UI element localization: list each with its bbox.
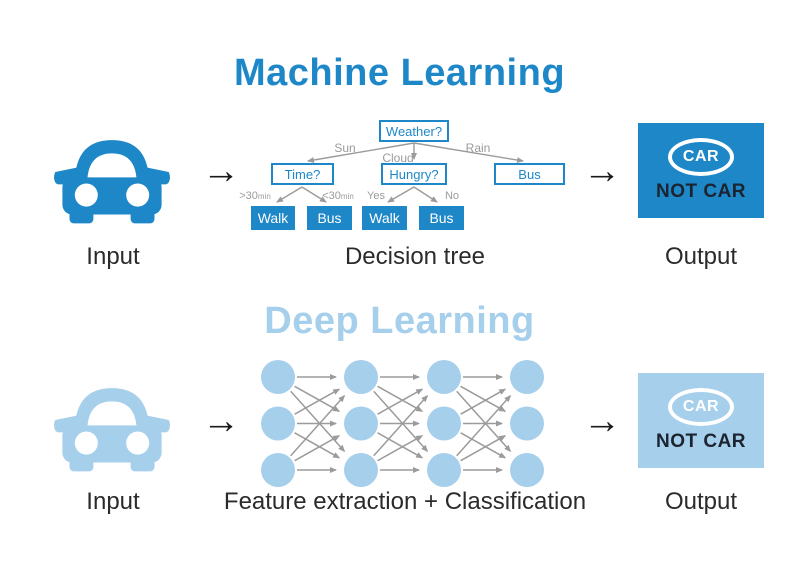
nn-edge: [377, 388, 424, 415]
neural-network-diagram: [261, 360, 544, 487]
arrow-input-to-model-ml: →: [202, 150, 240, 192]
car-badge-dl: CAR: [668, 388, 734, 426]
nn-node: [427, 453, 461, 487]
nn-edge: [294, 435, 341, 462]
tree-edge: [301, 186, 327, 203]
nn-node: [261, 406, 295, 441]
nn-node: [344, 453, 378, 487]
arrow-model-to-output-dl: →: [583, 400, 621, 442]
car-input-icon-ml: [54, 140, 170, 224]
tree-node-bus-rain: Bus: [494, 163, 565, 185]
tree-branch-label-sun: Sun: [334, 141, 356, 155]
output-caption-dl: Output: [664, 488, 738, 515]
tree-edge: [307, 142, 415, 163]
nn-node: [510, 360, 544, 394]
nn-node: [510, 453, 544, 487]
tree-node-hungry: Hungry?: [381, 163, 447, 185]
tree-leaf-walk-2: Walk: [362, 206, 407, 230]
nn-edge: [373, 390, 429, 453]
nn-node: [510, 406, 544, 441]
tree-branch-label-yes: Yes: [367, 190, 385, 202]
tree-leaf-walk-1: Walk: [251, 206, 295, 230]
machine-learning-title: Machine Learning: [233, 52, 566, 94]
tree-leaf-bus-2: Bus: [419, 206, 464, 230]
nn-edge: [290, 394, 346, 457]
nn-edge: [456, 390, 512, 453]
arrow-model-to-output-ml: →: [583, 150, 621, 192]
input-caption-ml: Input: [86, 243, 140, 270]
tree-branch-label-no: No: [444, 190, 460, 202]
nn-edge: [377, 432, 424, 459]
nn-edge: [373, 394, 429, 457]
nn-node: [261, 453, 295, 487]
tree-edge: [413, 186, 438, 203]
tree-edge: [413, 142, 524, 163]
nn-edge: [294, 385, 341, 412]
feature-extraction-caption: Feature extraction + Classification: [223, 488, 587, 515]
car-logo-output-ml: CAR NOT CAR: [638, 123, 764, 218]
input-caption-dl: Input: [86, 488, 140, 515]
decision-tree-edges: [276, 142, 524, 203]
car-badge-label: CAR: [682, 148, 720, 165]
tree-branch-label-rain: Rain: [465, 141, 491, 155]
nn-edge: [460, 435, 507, 462]
tree-node-weather: Weather?: [379, 120, 449, 142]
not-car-label-ml: NOT CAR: [655, 181, 747, 202]
car-input-icon-dl: [54, 388, 170, 472]
nn-node: [427, 360, 461, 394]
tree-edge: [276, 186, 303, 203]
nn-node: [261, 360, 295, 394]
nn-edge: [377, 435, 424, 462]
car-badge-ml: CAR: [668, 138, 734, 176]
deep-learning-title: Deep Learning: [264, 300, 535, 342]
nn-edge: [460, 432, 507, 459]
tree-branch-label-gt30min: >30min: [239, 190, 271, 202]
tree-leaf-bus-1: Bus: [307, 206, 352, 230]
nn-edge: [294, 432, 341, 459]
nn-edge: [294, 388, 341, 415]
nn-edge: [460, 385, 507, 412]
decision-tree-caption: Decision tree: [344, 243, 486, 270]
tree-branch-label-cloud: Cloud: [382, 151, 414, 165]
not-car-label-dl: NOT CAR: [655, 431, 747, 452]
nn-edge: [290, 390, 346, 453]
nn-edge: [456, 394, 512, 457]
nn-node: [344, 360, 378, 394]
nn-edge: [377, 385, 424, 412]
output-caption-ml: Output: [664, 243, 738, 270]
tree-edge: [387, 186, 415, 203]
nn-edge: [460, 388, 507, 415]
car-logo-output-dl: CAR NOT CAR: [638, 373, 764, 468]
tree-branch-label-lt30min: <30min: [322, 190, 354, 202]
tree-node-time: Time?: [271, 163, 334, 185]
car-badge-label: CAR: [682, 398, 720, 415]
nn-node: [427, 406, 461, 441]
arrow-input-to-model-dl: →: [202, 400, 240, 442]
nn-node: [344, 406, 378, 441]
